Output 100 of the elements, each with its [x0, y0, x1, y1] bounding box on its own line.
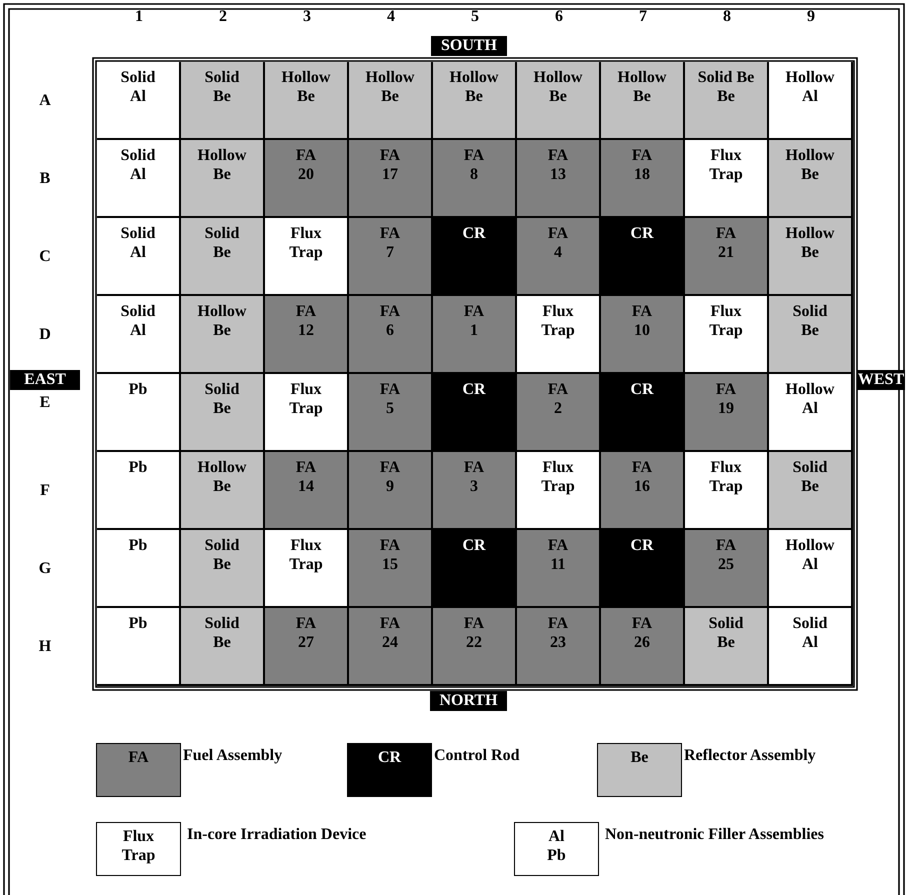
legend-description: Reflector Assembly — [684, 747, 816, 765]
core-position-cell: Flux Trap — [685, 140, 769, 218]
core-position-cell: FA 14 — [265, 452, 349, 530]
core-position-cell: Solid Be — [181, 218, 265, 296]
core-position-cell: Hollow Be — [349, 62, 433, 140]
core-position-cell: FA 22 — [433, 608, 517, 686]
core-position-cell: FA 18 — [601, 140, 685, 218]
core-position-cell: Pb — [97, 374, 181, 452]
core-position-cell: Solid Al — [97, 62, 181, 140]
core-position-cell: FA 2 — [517, 374, 601, 452]
legend-swatch: Be — [597, 743, 682, 797]
column-number: 6 — [554, 8, 564, 26]
core-position-cell: CR — [433, 374, 517, 452]
row-letter: G — [38, 560, 52, 578]
core-position-cell: Solid Be — [769, 452, 853, 530]
core-position-cell: Solid Be — [181, 530, 265, 608]
core-position-cell: FA 17 — [349, 140, 433, 218]
row-letter: E — [38, 394, 52, 412]
column-number: 8 — [722, 8, 732, 26]
row-letter: A — [38, 92, 52, 110]
core-position-cell: Hollow Be — [181, 296, 265, 374]
direction-label: WEST — [857, 370, 905, 390]
core-position-cell: Hollow Be — [433, 62, 517, 140]
core-position-cell: FA 26 — [601, 608, 685, 686]
core-position-cell: Hollow Be — [517, 62, 601, 140]
column-number: 4 — [386, 8, 396, 26]
column-number: 5 — [470, 8, 480, 26]
core-position-cell: FA 6 — [349, 296, 433, 374]
core-position-cell: FA 20 — [265, 140, 349, 218]
core-position-cell: Hollow Be — [265, 62, 349, 140]
core-position-cell: Hollow Al — [769, 530, 853, 608]
core-position-cell: Flux Trap — [265, 374, 349, 452]
column-number: 2 — [218, 8, 228, 26]
core-position-cell: Solid Be — [181, 608, 265, 686]
column-number: 1 — [134, 8, 144, 26]
core-position-cell: Hollow Al — [769, 374, 853, 452]
core-position-cell: FA 24 — [349, 608, 433, 686]
row-letter: D — [38, 326, 52, 344]
legend-description: In-core Irradiation Device — [187, 826, 366, 844]
core-position-cell: Hollow Al — [769, 62, 853, 140]
core-position-cell: FA 5 — [349, 374, 433, 452]
direction-label: SOUTH — [431, 36, 507, 56]
core-position-cell: FA 27 — [265, 608, 349, 686]
direction-label: EAST — [10, 370, 80, 390]
direction-label: NORTH — [430, 691, 507, 711]
core-position-cell: CR — [601, 530, 685, 608]
core-position-cell: Flux Trap — [517, 452, 601, 530]
core-position-cell: FA 12 — [265, 296, 349, 374]
legend-description: Control Rod — [434, 747, 520, 765]
core-position-cell: Solid Be — [181, 374, 265, 452]
row-letter: B — [38, 170, 52, 188]
row-letter: C — [38, 248, 52, 266]
core-position-cell: Flux Trap — [265, 218, 349, 296]
core-position-cell: FA 11 — [517, 530, 601, 608]
core-position-cell: CR — [433, 218, 517, 296]
core-position-cell: Flux Trap — [685, 452, 769, 530]
legend-swatch: Al Pb — [514, 822, 599, 876]
core-position-cell: Hollow Be — [181, 452, 265, 530]
core-position-cell: Hollow Be — [601, 62, 685, 140]
column-number: 7 — [638, 8, 648, 26]
core-position-cell: Solid Be — [181, 62, 265, 140]
row-letter: H — [38, 638, 52, 656]
core-position-cell: FA 15 — [349, 530, 433, 608]
core-position-cell: Hollow Be — [769, 218, 853, 296]
legend-swatch: FA — [96, 743, 181, 797]
core-position-cell: FA 19 — [685, 374, 769, 452]
core-position-cell: Solid Al — [97, 140, 181, 218]
core-position-cell: FA 23 — [517, 608, 601, 686]
legend-description: Non-neutronic Filler Assemblies — [605, 826, 824, 844]
core-position-cell: FA 10 — [601, 296, 685, 374]
core-position-cell: FA 3 — [433, 452, 517, 530]
core-position-cell: FA 25 — [685, 530, 769, 608]
core-position-cell: FA 1 — [433, 296, 517, 374]
core-position-cell: Solid Be Be — [685, 62, 769, 140]
core-position-cell: Flux Trap — [265, 530, 349, 608]
core-position-cell: Solid Be — [685, 608, 769, 686]
core-position-cell: Pb — [97, 530, 181, 608]
core-position-cell: CR — [433, 530, 517, 608]
column-number: 3 — [302, 8, 312, 26]
core-position-cell: Hollow Be — [769, 140, 853, 218]
core-position-cell: FA 13 — [517, 140, 601, 218]
core-position-cell: FA 4 — [517, 218, 601, 296]
core-position-cell: Pb — [97, 608, 181, 686]
core-position-cell: CR — [601, 374, 685, 452]
core-position-cell: Pb — [97, 452, 181, 530]
core-position-cell: Solid Al — [769, 608, 853, 686]
core-position-cell: Solid Be — [769, 296, 853, 374]
core-position-cell: CR — [601, 218, 685, 296]
core-position-cell: Flux Trap — [685, 296, 769, 374]
row-letter: F — [39, 482, 51, 500]
core-position-cell: Flux Trap — [517, 296, 601, 374]
column-number: 9 — [806, 8, 816, 26]
core-position-cell: FA 9 — [349, 452, 433, 530]
core-position-cell: Hollow Be — [181, 140, 265, 218]
core-position-cell: FA 21 — [685, 218, 769, 296]
core-position-cell: FA 16 — [601, 452, 685, 530]
legend-description: Fuel Assembly — [183, 747, 282, 765]
core-position-cell: Solid Al — [97, 296, 181, 374]
core-position-cell: FA 8 — [433, 140, 517, 218]
core-position-cell: FA 7 — [349, 218, 433, 296]
